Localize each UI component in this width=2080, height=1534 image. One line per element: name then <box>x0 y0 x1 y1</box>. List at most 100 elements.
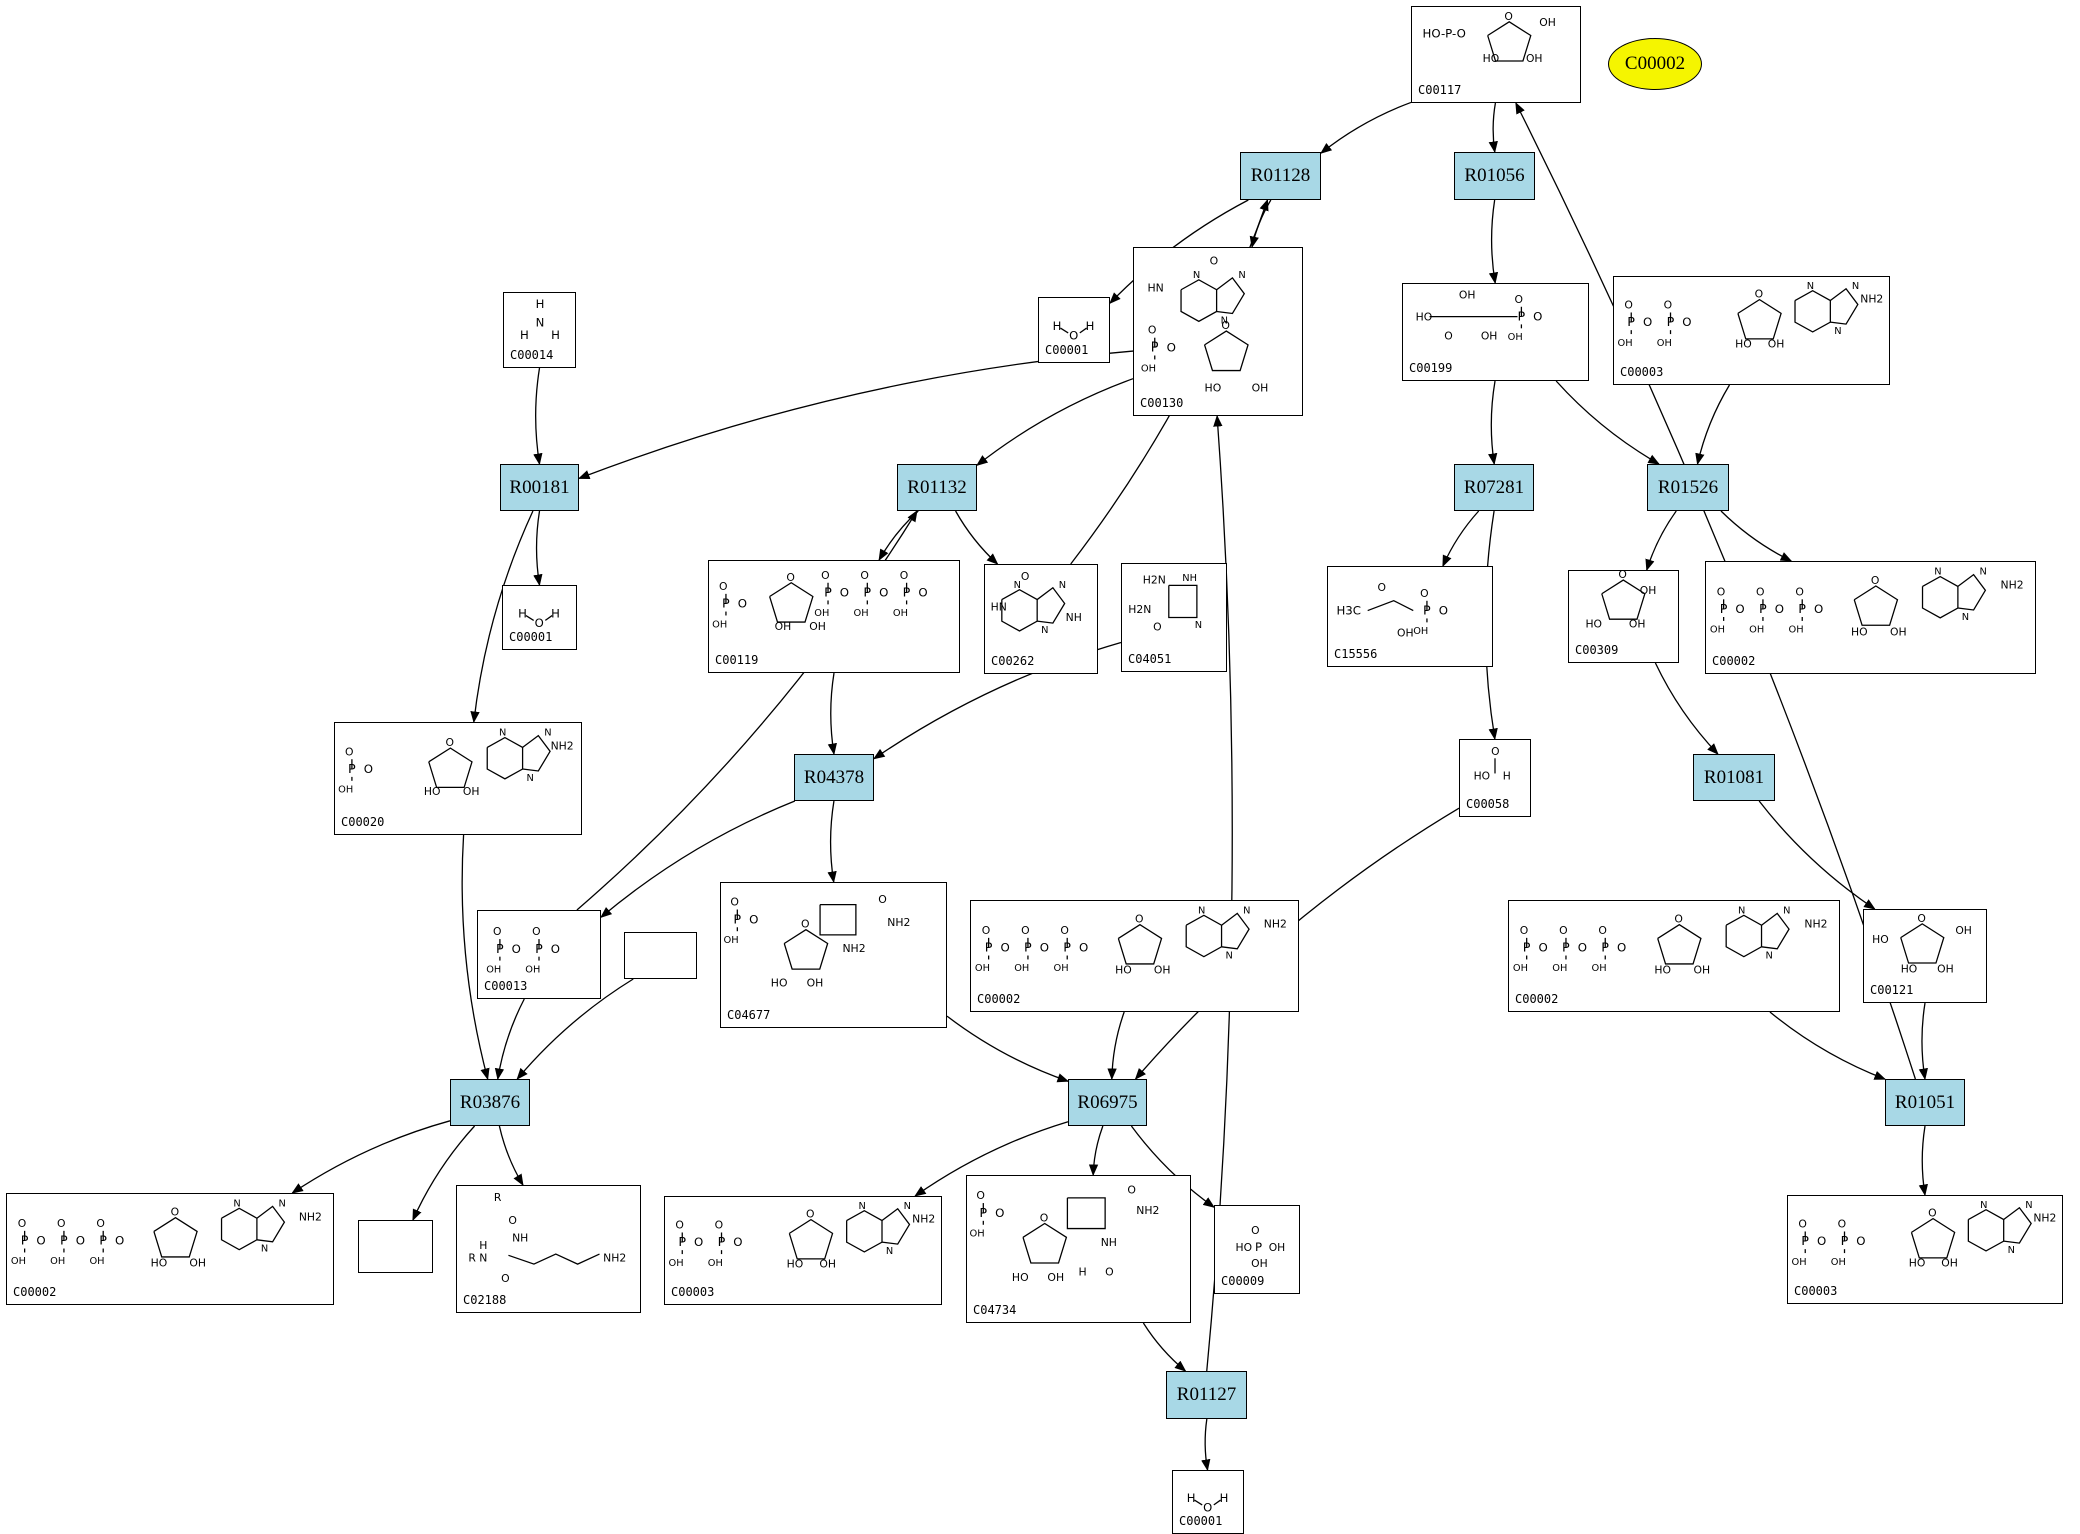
reaction-node-r04378[interactable]: R04378 <box>794 754 874 801</box>
edge-r01128-to-c00001a <box>1109 199 1249 304</box>
svg-text:P: P <box>678 1235 686 1250</box>
reaction-node-r01132[interactable]: R01132 <box>897 464 977 511</box>
svg-text:H: H <box>1053 319 1062 333</box>
svg-text:P: P <box>863 586 871 601</box>
reaction-node-r01127[interactable]: R01127 <box>1166 1371 1247 1419</box>
reaction-node-r01526[interactable]: R01526 <box>1647 464 1729 511</box>
compound-id-label: C00001 <box>1045 343 1089 357</box>
reaction-node-r03876[interactable]: R03876 <box>450 1079 530 1126</box>
svg-text:H: H <box>1079 1265 1087 1278</box>
reaction-node-r00181[interactable]: R00181 <box>500 464 579 511</box>
svg-text:O: O <box>1817 1234 1826 1248</box>
svg-text:O: O <box>1814 602 1823 616</box>
svg-text:P: P <box>1627 315 1635 330</box>
svg-text:O: O <box>730 896 739 909</box>
compound-node-blank2[interactable] <box>358 1220 433 1273</box>
compound-id-label: C04677 <box>727 1008 771 1022</box>
edge-c00309-to-r01081 <box>1654 662 1719 755</box>
svg-text:OH: OH <box>1768 338 1785 351</box>
reaction-node-r01081[interactable]: R01081 <box>1693 754 1775 801</box>
reaction-node-r01056[interactable]: R01056 <box>1454 152 1535 200</box>
svg-text:O: O <box>879 586 888 600</box>
svg-text:OH: OH <box>1014 963 1029 974</box>
edge-r01526-to-c00309 <box>1645 510 1677 572</box>
svg-text:OH: OH <box>1053 963 1068 974</box>
reaction-node-r01051[interactable]: R01051 <box>1885 1079 1965 1126</box>
svg-text:H3C: H3C <box>1336 604 1361 618</box>
reaction-node-r07281[interactable]: R07281 <box>1454 464 1534 511</box>
reaction-node-r06975[interactable]: R06975 <box>1068 1079 1147 1126</box>
svg-text:P: P <box>1255 1240 1262 1254</box>
svg-text:O: O <box>738 597 747 611</box>
highlighted-compound[interactable]: C00002 <box>1608 38 1702 90</box>
svg-text:OH: OH <box>1269 1241 1286 1254</box>
edge-c00121-to-r01051 <box>1918 1002 1928 1081</box>
reaction-node-r01128[interactable]: R01128 <box>1240 152 1321 200</box>
svg-text:H2N: H2N <box>1143 573 1166 586</box>
svg-text:O: O <box>715 1219 724 1232</box>
svg-text:N: N <box>1962 612 1969 623</box>
svg-text:O: O <box>900 569 909 582</box>
svg-text:OH: OH <box>1788 625 1803 636</box>
svg-text:O: O <box>1559 924 1568 937</box>
svg-text:O: O <box>1624 299 1633 312</box>
edge-c00117-to-r01128 <box>1320 101 1412 154</box>
compound-id-label: C00001 <box>509 630 553 644</box>
svg-text:O: O <box>1203 1501 1212 1515</box>
svg-text:OH: OH <box>712 619 727 630</box>
compound-id-label: C00013 <box>484 979 528 993</box>
svg-text:OH: OH <box>1397 626 1414 639</box>
svg-text:O: O <box>733 1235 742 1249</box>
svg-text:O: O <box>1504 10 1512 23</box>
svg-text:OH: OH <box>819 1258 836 1271</box>
svg-text:N: N <box>2025 1200 2032 1211</box>
svg-text:N: N <box>279 1198 286 1209</box>
svg-text:O: O <box>96 1217 104 1230</box>
svg-text:O: O <box>1795 585 1804 598</box>
svg-text:N: N <box>1765 951 1772 962</box>
svg-text:O: O <box>1021 570 1029 583</box>
svg-text:N: N <box>1807 281 1814 292</box>
svg-text:N: N <box>1221 315 1228 326</box>
svg-text:O: O <box>1643 315 1652 329</box>
compound-node-blank1[interactable] <box>624 932 697 979</box>
svg-text:OH: OH <box>775 620 792 633</box>
svg-text:OH: OH <box>189 1257 206 1270</box>
svg-text:P: P <box>1798 602 1806 617</box>
svg-text:O: O <box>821 569 830 582</box>
svg-text:NH2: NH2 <box>1264 917 1287 930</box>
svg-text:O: O <box>694 1235 703 1249</box>
compound-id-label: C00119 <box>715 653 759 667</box>
svg-text:O: O <box>508 1214 517 1227</box>
svg-text:H: H <box>551 328 560 342</box>
